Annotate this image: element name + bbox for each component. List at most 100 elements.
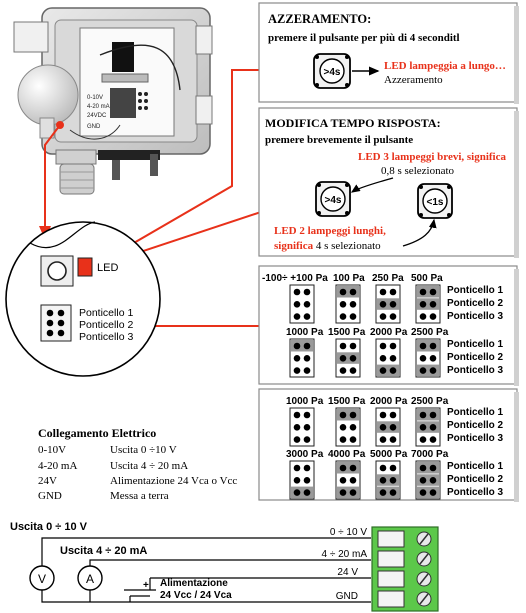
jumper-pin [389, 477, 397, 484]
jumper-pin [349, 489, 357, 496]
jumper-pin [349, 477, 357, 484]
range1-jumper-blocks [289, 284, 441, 378]
led3-value: 0,8 s selezionato [381, 165, 455, 177]
terminal-label-1: 4 ÷ 20 mA [321, 549, 367, 560]
jumper-shunt [417, 486, 439, 499]
supply-label-1: Alimentazione [160, 578, 228, 589]
range1-label-r1-3: 500 Pa [411, 273, 443, 284]
range2-jumper-2b: Ponticello 2 [447, 474, 504, 485]
jumper-shunt [417, 298, 439, 310]
jumper-pin [339, 464, 347, 472]
wiring-schematic: Uscita 0 ÷ 10 V Uscita 4 ÷ 20 mA V A + A… [10, 521, 439, 612]
jumper-pin [339, 477, 347, 484]
jumper-pin [293, 424, 301, 431]
jumper-pin [419, 464, 427, 472]
jumper-pin [389, 424, 397, 431]
jumper-shunt [377, 421, 399, 433]
device-label-24vdc: 24VDC [87, 113, 107, 119]
led2-value-black: 4 s selezionato [313, 240, 381, 252]
jumper-pin [419, 411, 427, 419]
jumper-pin [339, 424, 347, 431]
azzeramento-result: Azzeramento [384, 74, 443, 86]
pushbutton-long-icon-top: >4s [313, 53, 351, 89]
jumper-pin [293, 411, 301, 419]
range2-jumper-3a: Ponticello 3 [447, 433, 504, 444]
jumper-pin [303, 288, 311, 296]
jumper-shunt [417, 421, 439, 433]
jumper-shunt [377, 486, 399, 499]
jumper-shunt [417, 286, 439, 298]
jumper-pin [419, 436, 427, 443]
jumper-pin [349, 355, 357, 362]
jumper-pin [379, 489, 387, 496]
range2-jumper-3b: Ponticello 3 [447, 487, 504, 498]
terminal-label-0: 0 ÷ 10 V [330, 527, 368, 538]
device-label-4-20ma: 4-20 mA [87, 104, 110, 110]
jumper-shunt [417, 462, 439, 474]
jumper-pin [303, 464, 311, 472]
jumper-block [289, 284, 315, 324]
jumper-pin [293, 355, 301, 362]
range1-label-r2-2: 2000 Pa [370, 327, 408, 338]
jumper-pin [379, 355, 387, 362]
azzeramento-led-text: LED lampeggia a lungo… [384, 60, 506, 72]
jumper-pin [389, 313, 397, 320]
jumper-shunt [291, 486, 313, 499]
jumper-pin [349, 288, 357, 296]
supply-label-2: 24 Vcc / 24 Vca [160, 590, 232, 601]
led2-text: LED 2 lampeggi lunghi, [274, 225, 386, 237]
jumper-pin [339, 355, 347, 362]
range2-label-r1-3: 2500 Pa [411, 396, 449, 407]
range1-label-r2-3: 2500 Pa [411, 327, 449, 338]
led3-text: LED 3 lampeggi brevi, significa [358, 151, 506, 163]
range1-label-r1-2: 250 Pa [372, 273, 404, 284]
jumper-pin [429, 355, 437, 362]
jumper-pin [379, 477, 387, 484]
jumper-pin [293, 367, 301, 374]
modifica-panel: MODIFICA TEMPO RISPOSTA: premere breveme… [258, 107, 519, 258]
coll-desc-1: Uscita 4 ÷ 20 mA [110, 460, 188, 472]
jumper-pin [379, 367, 387, 374]
jumper-pin [379, 424, 387, 431]
range2-label-r2-2: 5000 Pa [370, 449, 408, 460]
jumper-pin [389, 342, 397, 350]
led2-value: significa 4 s selezionato [274, 240, 381, 252]
jumper-pin [419, 301, 427, 308]
jumper-pin [349, 424, 357, 431]
modifica-title: MODIFICA TEMPO RISPOSTA: [265, 116, 441, 130]
range1-label-r2-1: 1500 Pa [328, 327, 366, 338]
range1-jumper-3b: Ponticello 3 [447, 365, 504, 376]
jumper-shunt [337, 486, 359, 499]
azzeramento-panel: AZZERAMENTO: premere il pulsante per più… [258, 2, 519, 104]
jumper-pin [389, 367, 397, 374]
detail-jumper-2: Ponticello 2 [79, 319, 133, 331]
range1-label-r1-0: -100÷ +100 Pa [262, 273, 328, 284]
out-v-label: Uscita 0 ÷ 10 V [10, 521, 88, 533]
pressure-port [17, 64, 79, 126]
pushbutton-short-icon: <1s [417, 183, 453, 219]
jumper-pin [389, 489, 397, 496]
jumper-pin [389, 288, 397, 296]
jumper-pin [349, 411, 357, 419]
jumper-pin [429, 342, 437, 350]
device-enclosure: 0-10V 4-20 mA 24VDC GND [13, 7, 213, 195]
jumper-pin [293, 342, 301, 350]
jumper-pin [419, 342, 427, 350]
jumper-pin [429, 464, 437, 472]
jumper-pin [379, 342, 387, 350]
range2-jumper-1a: Ponticello 1 [447, 407, 504, 418]
detail-zoom: LED Ponticello 1 Ponticello 2 Ponticello… [5, 221, 161, 377]
jumper-pin [339, 313, 347, 320]
modifica-instruction: premere brevemente il pulsante [265, 134, 413, 146]
jumper-pin [389, 411, 397, 419]
range2-jumper-1b: Ponticello 1 [447, 461, 504, 472]
device-label-gnd: GND [87, 124, 101, 130]
jumper-pin [339, 301, 347, 308]
coll-term-3: GND [38, 490, 62, 502]
jumper-pin [349, 342, 357, 350]
jumper-block [289, 407, 315, 447]
jumper-pin [389, 436, 397, 443]
range2-label-r1-1: 1500 Pa [328, 396, 366, 407]
jumper-pin [429, 411, 437, 419]
